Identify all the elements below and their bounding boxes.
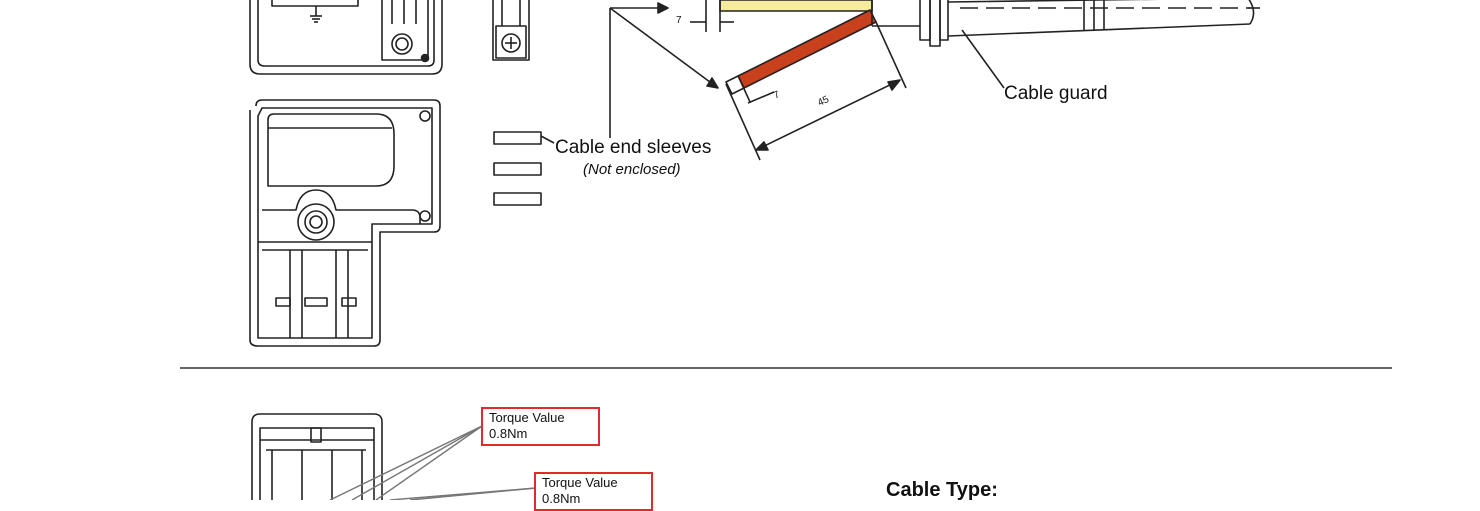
cable-guard-label: Cable guard: [1004, 83, 1108, 104]
dimension-7-top: 7: [676, 15, 682, 26]
torque-title: Torque Value: [542, 475, 618, 490]
wire-dimension-lines: [725, 21, 907, 161]
torque-title: Torque Value: [489, 410, 565, 425]
connector-bottom-view: [251, 413, 383, 500]
cable-end-sleeves-label: Cable end sleeves: [555, 137, 712, 158]
wire-red: [725, 9, 877, 95]
torque-value: 0.8Nm: [489, 426, 528, 441]
cable-end-sleeves: [493, 131, 555, 206]
connector-side-view-top: [249, 0, 443, 75]
terminal-screw-view: [492, 0, 530, 61]
torque-value: 0.8Nm: [542, 491, 581, 506]
torque-value-box: Torque Value 0.8Nm: [534, 472, 653, 511]
technical-drawing: [180, 0, 1392, 500]
not-enclosed-note: (Not enclosed): [583, 161, 681, 178]
cable-guard: [871, 0, 1260, 89]
connector-assembled-view: [249, 99, 441, 347]
sleeve-leader-lines: [609, 2, 719, 138]
torque-value-box: Torque Value 0.8Nm: [481, 407, 600, 446]
cable-type-heading: Cable Type:: [886, 479, 998, 501]
torque-leader-lines: [329, 425, 537, 500]
